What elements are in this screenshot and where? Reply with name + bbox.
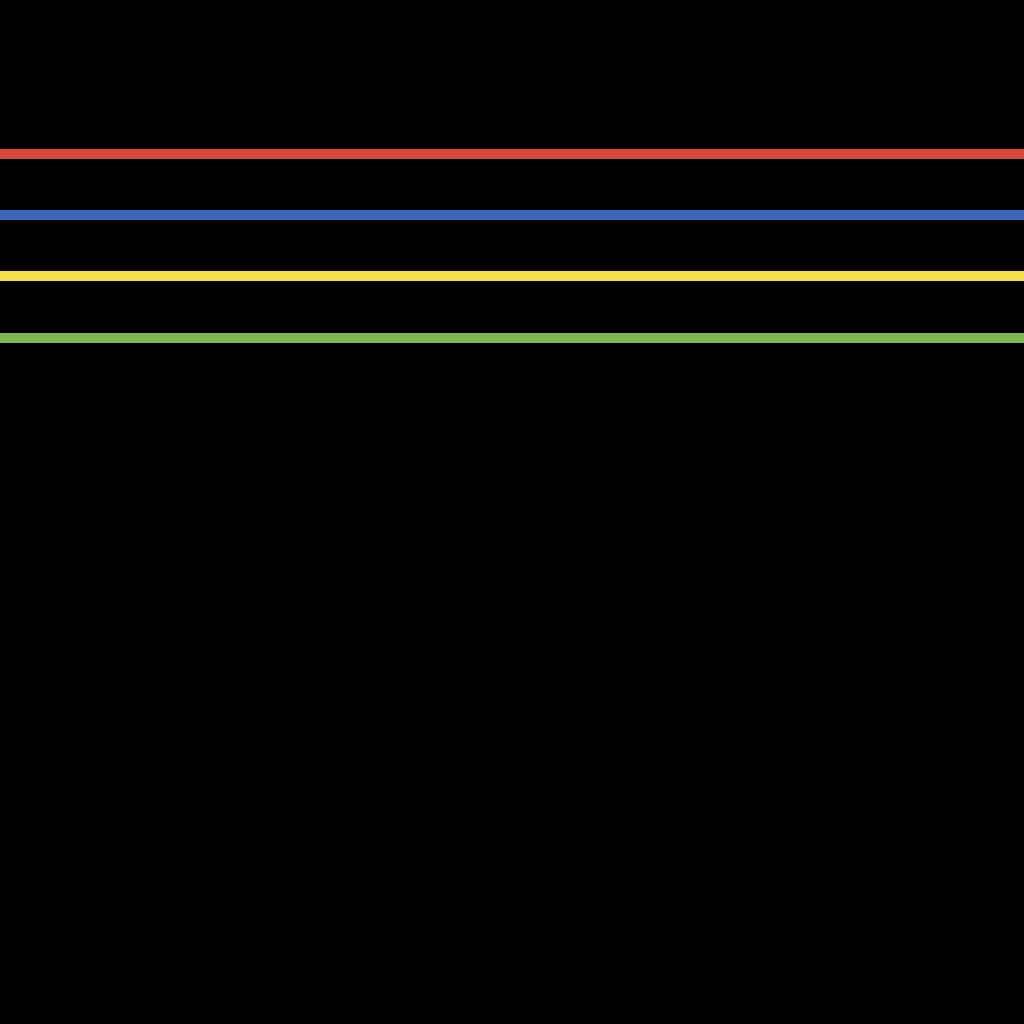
blue-stripe — [0, 210, 1024, 220]
red-stripe — [0, 149, 1024, 159]
yellow-stripe — [0, 271, 1024, 281]
green-stripe — [0, 333, 1024, 343]
